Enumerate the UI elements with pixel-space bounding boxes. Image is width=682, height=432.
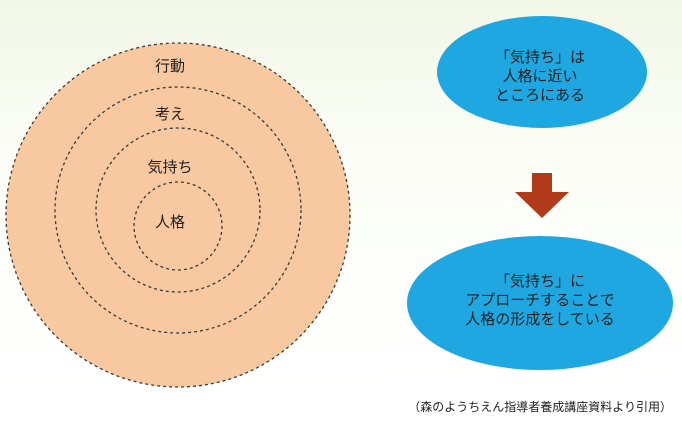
source-caption: （森のようちえん指導者養成講座資料より引用） [408, 400, 672, 414]
second-circle [54, 86, 302, 334]
bubble-top [437, 16, 647, 128]
bubble-bottom-line: 「気持ち」に [494, 272, 585, 290]
bubble-top-line: 人格に近い [502, 67, 578, 85]
diagram-graphics [5, 16, 673, 388]
bubble-bottom-line: 人格の形成をしている [465, 310, 615, 328]
bubble-top-text: 「気持ち」は 人格に近い ところにある [440, 48, 640, 105]
bubble-top-line: 「気持ち」は [494, 48, 585, 66]
bubble-bottom [407, 236, 673, 370]
bubble-top-line: ところにある [494, 86, 585, 104]
diagram-panel: 行動 考え 気持ち 人格 「気持ち」は 人格に近い ところにある 「気持ち」に … [0, 0, 682, 392]
down-arrow-icon [515, 173, 569, 218]
circle-label-second: 考え [154, 105, 185, 123]
circle-label-third: 気持ち [147, 158, 193, 176]
circle-label-inner: 人格 [154, 213, 185, 231]
outer-circle [5, 42, 351, 388]
circle-label-outer: 行動 [154, 57, 185, 75]
third-circle [95, 127, 261, 293]
bubble-bottom-text: 「気持ち」に アプローチすることで 人格の形成をしている [410, 272, 670, 329]
inner-circle [133, 181, 223, 271]
bubble-bottom-line: アプローチすることで [465, 291, 615, 309]
